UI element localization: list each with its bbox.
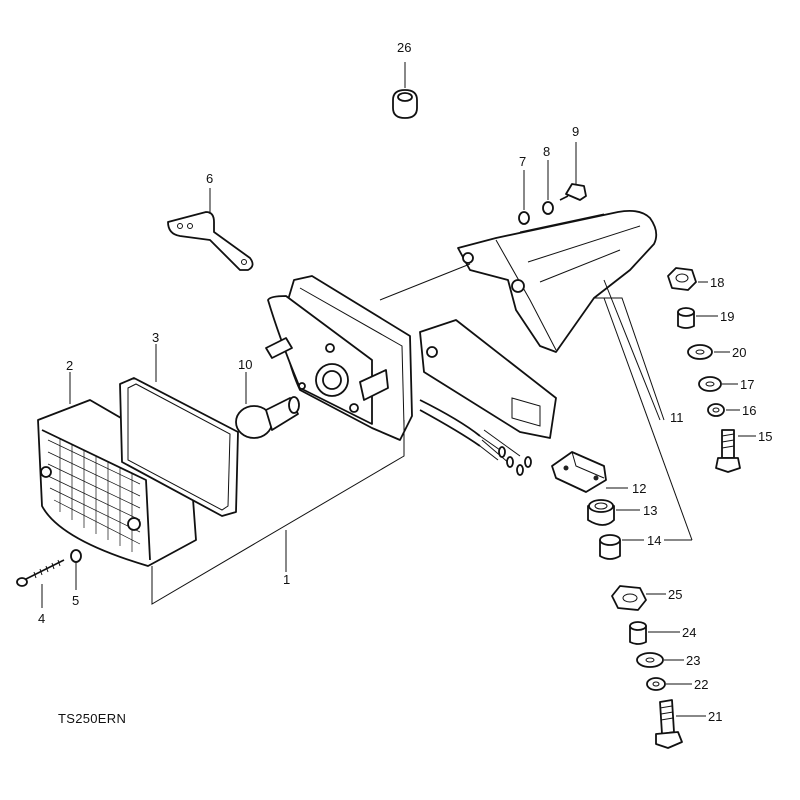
callout-25: 25 (668, 587, 682, 602)
part-12-clamp (551, 451, 628, 493)
assembly-line-1 (151, 420, 405, 605)
callout-15: 15 (758, 429, 772, 444)
part-4-screw (16, 559, 65, 608)
part-14-collar (599, 297, 693, 560)
part-7-washer (518, 170, 530, 225)
callout-21: 21 (708, 709, 722, 724)
part-19-spacer (677, 307, 718, 329)
part-8-washer (542, 160, 554, 215)
callout-13: 13 (643, 503, 657, 518)
callout-12: 12 (632, 481, 646, 496)
rear-fender-bracket (457, 209, 661, 421)
callout-19: 19 (720, 309, 734, 324)
mounting-plate (419, 319, 557, 476)
part-3-gasket (119, 344, 239, 517)
callout-18: 18 (710, 275, 724, 290)
callout-14: 14 (647, 533, 661, 548)
part-13-grommet (587, 499, 640, 526)
callout-8: 8 (543, 144, 550, 159)
diagram-code: TS250ERN (58, 711, 127, 726)
callout-23: 23 (686, 653, 700, 668)
part-5-nut (70, 549, 82, 590)
callout-4: 4 (38, 611, 45, 626)
part-17-washer (698, 376, 738, 392)
callout-24: 24 (682, 625, 696, 640)
part-18-nut (667, 267, 708, 291)
callout-7: 7 (519, 154, 526, 169)
callout-labels: 26 9 8 7 6 18 19 3 20 2 10 17 16 11 15 1… (38, 40, 772, 724)
part-9-bolt (559, 142, 587, 201)
part-23-washer (636, 652, 684, 668)
callout-11: 11 (670, 410, 684, 425)
callout-16: 16 (742, 403, 756, 418)
callout-9: 9 (572, 124, 579, 139)
callout-3: 3 (152, 330, 159, 345)
assembly-line-11 (379, 263, 665, 421)
callout-10: 10 (238, 357, 252, 372)
part-21-bolt (655, 699, 706, 749)
part-20-washer (687, 344, 730, 360)
part-15-bolt (715, 429, 756, 473)
callout-26: 26 (397, 40, 411, 55)
part-6-bracket (167, 188, 254, 271)
callout-2: 2 (66, 358, 73, 373)
callout-5: 5 (72, 593, 79, 608)
part-25-nut (611, 585, 666, 611)
part-16-lockwasher (707, 403, 740, 417)
part-24-spacer (629, 621, 680, 645)
part-10-bulb (235, 372, 300, 439)
callout-1: 1 (283, 572, 290, 587)
callout-6: 6 (206, 171, 213, 186)
part-26-grommet (392, 62, 418, 119)
part-22-lockwasher (646, 677, 692, 691)
callout-22: 22 (694, 677, 708, 692)
lamp-body (265, 275, 413, 441)
callout-20: 20 (732, 345, 746, 360)
callout-17: 17 (740, 377, 754, 392)
